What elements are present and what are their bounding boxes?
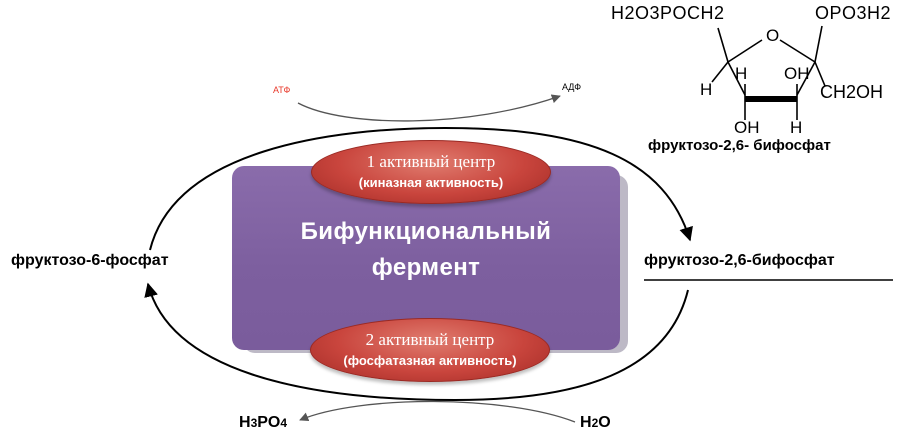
h3po4-label: H3PO4 bbox=[239, 414, 287, 432]
atp-label: АТФ bbox=[273, 85, 290, 95]
h3po4-h: H bbox=[239, 414, 251, 431]
h2o-sub: 2 bbox=[591, 416, 599, 430]
active-center-1: 1 активный центр (киназная активность) bbox=[311, 140, 551, 204]
substrate-right-label: фруктозо-2,6-бифосфат bbox=[644, 252, 835, 269]
active-center-2: 2 активный центр (фосфатазная активность… bbox=[310, 318, 550, 382]
atp-adp-arrow bbox=[297, 94, 561, 122]
structure-h-upper-left: H bbox=[735, 64, 748, 83]
structure-oh-upper: OH bbox=[784, 64, 810, 83]
active-center-2-activity: (фосфатазная активность) bbox=[343, 353, 517, 368]
h2o-h3po4-arrow bbox=[299, 400, 576, 423]
enzyme-title-line2: фермент bbox=[371, 254, 481, 281]
structure-caption: фруктозо-2,6- бифосфат bbox=[648, 137, 831, 154]
h2o-o: O bbox=[598, 414, 611, 431]
enzyme-title: Бифункциональный фермент bbox=[232, 214, 620, 286]
h3po4-sub2: 4 bbox=[280, 416, 288, 430]
structure-h-left: H bbox=[700, 80, 713, 99]
h2o-h: H bbox=[580, 414, 592, 431]
structure-oh-bottom: OH bbox=[734, 118, 760, 137]
atp-text: АТФ bbox=[273, 85, 291, 95]
enzyme-title-line1: Бифункциональный bbox=[300, 218, 552, 245]
structure-left-group: H2O3POCH2 bbox=[611, 3, 725, 23]
adp-label: АДФ bbox=[562, 82, 582, 92]
h3po4-sub1: 3 bbox=[250, 416, 258, 430]
active-center-1-title: 1 активный центр bbox=[366, 152, 496, 171]
structure-right-group: OPO3H2 bbox=[815, 3, 892, 23]
structure-h-bottom: H bbox=[790, 118, 803, 137]
active-center-1-activity: (киназная активность) bbox=[358, 175, 504, 190]
structure-ch2oh: CH2OH bbox=[820, 82, 884, 102]
h3po4-po: PO bbox=[257, 414, 281, 431]
structure-ring-oxygen: O bbox=[766, 26, 780, 45]
cycle-arc-top bbox=[149, 126, 693, 251]
substrate-left-label: фруктозо-6-фосфат bbox=[11, 252, 169, 269]
cycle-arc-bottom bbox=[144, 282, 689, 402]
active-center-2-title: 2 активный центр bbox=[365, 330, 495, 349]
fructose-bisphosphate-ring bbox=[711, 25, 826, 120]
h2o-label: H2O bbox=[580, 414, 611, 432]
